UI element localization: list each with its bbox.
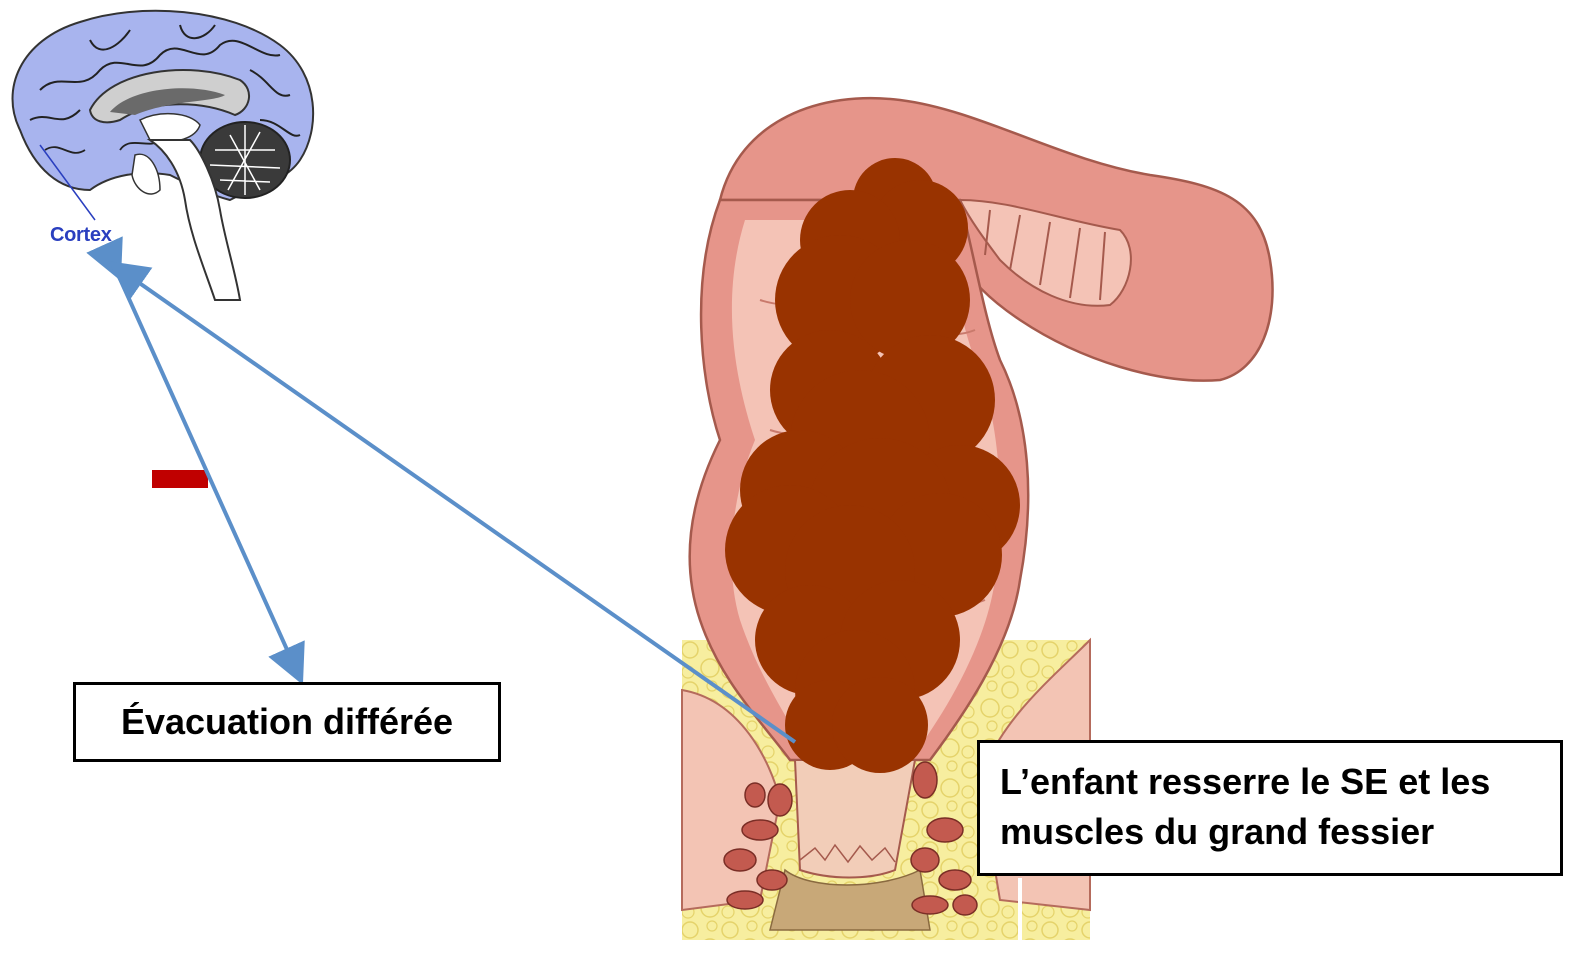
child-action-line-2: muscles du grand fessier [1000, 807, 1560, 857]
child-action-box: L’enfant resserre le SE et les muscles d… [977, 740, 1563, 876]
arrow-rectum-to-cortex [118, 268, 795, 742]
child-action-line-1: L’enfant resserre le SE et les [1000, 757, 1560, 807]
evacuation-box: Évacuation différée [73, 682, 501, 762]
cortex-label: Cortex [50, 224, 112, 247]
brain-illustration [13, 11, 314, 300]
arrows [116, 268, 795, 742]
inhibition-minus-sign [152, 470, 208, 488]
